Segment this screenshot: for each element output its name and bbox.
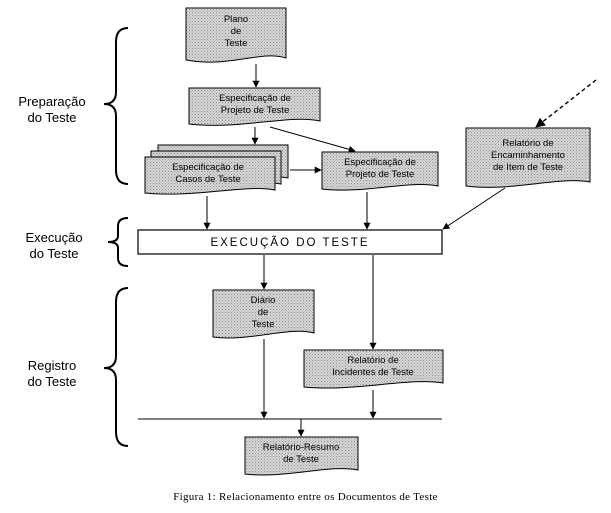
figure-caption: Figura 1: Relacionamento entre os Docume… — [173, 491, 438, 503]
doc-test-log: Diário de Teste — [212, 289, 315, 339]
phase-preparation: Preparação do Teste — [0, 94, 104, 126]
arrow-transmittal-to-execution — [442, 187, 506, 230]
arrow-external-to-transmittal — [535, 79, 597, 128]
phase-execution-line-1: Execução — [25, 230, 83, 245]
test-log-line-2: de — [258, 307, 269, 318]
doc-test-design-spec: Especificação de Projeto de Teste — [188, 87, 321, 126]
brace-record — [103, 287, 129, 447]
incident-line-2: Incidentes de Teste — [332, 367, 414, 378]
procedure-spec-line-2: Projeto de Teste — [346, 169, 414, 180]
transmittal-line-3: de Item de Teste — [493, 162, 563, 173]
phase-record: Registro do Teste — [0, 358, 104, 390]
phase-preparation-line-2: do Teste — [27, 110, 77, 125]
test-execution-label: EXECUÇÃO DO TESTE — [210, 236, 369, 249]
phase-preparation-line-1: Preparação — [18, 94, 86, 109]
doc-item-transmittal-report: Relatório de Encaminhamento de Item de T… — [465, 127, 591, 188]
summary-line-1: Relatório-Resumo — [263, 442, 340, 453]
procedure-spec-line-1: Especificação de — [344, 157, 416, 168]
test-log-line-3: Teste — [252, 319, 275, 330]
case-spec-line-2: Casos de Teste — [175, 174, 240, 185]
case-spec-line-1: Especificação de — [172, 162, 244, 173]
test-plan-line-2: de — [231, 26, 242, 37]
test-log-line-1: Diário — [251, 295, 276, 306]
phase-record-line-2: do Teste — [27, 374, 77, 389]
test-execution-box: EXECUÇÃO DO TESTE — [137, 229, 443, 255]
phase-execution-line-2: do Teste — [29, 246, 79, 261]
design-spec-line-2: Projeto de Teste — [221, 105, 289, 116]
test-plan-line-3: Teste — [225, 38, 248, 49]
arrow-design-to-procedure — [269, 126, 356, 153]
phase-execution: Execução do Teste — [2, 230, 106, 262]
incident-line-1: Relatório de — [347, 355, 398, 366]
phase-record-line-1: Registro — [27, 358, 77, 373]
summary-line-2: de Teste — [283, 454, 319, 465]
doc-test-case-spec: Especificação de Casos de Teste — [144, 144, 289, 195]
transmittal-line-2: Encaminhamento — [491, 150, 565, 161]
doc-test-procedure-spec: Especificação de Projeto de Teste — [321, 151, 439, 191]
brace-execution — [107, 217, 129, 267]
transmittal-line-1: Relatório de — [502, 138, 553, 149]
doc-summary-report: Relatório-Resumo de Teste — [244, 436, 359, 476]
design-spec-line-1: Especificação de — [219, 93, 291, 104]
connectors — [203, 64, 597, 437]
doc-incident-report: Relatório de Incidentes de Teste — [303, 349, 444, 389]
brace-preparation — [103, 27, 129, 185]
doc-test-plan: Plano de Teste — [185, 7, 287, 63]
test-plan-line-1: Plano — [224, 14, 248, 25]
